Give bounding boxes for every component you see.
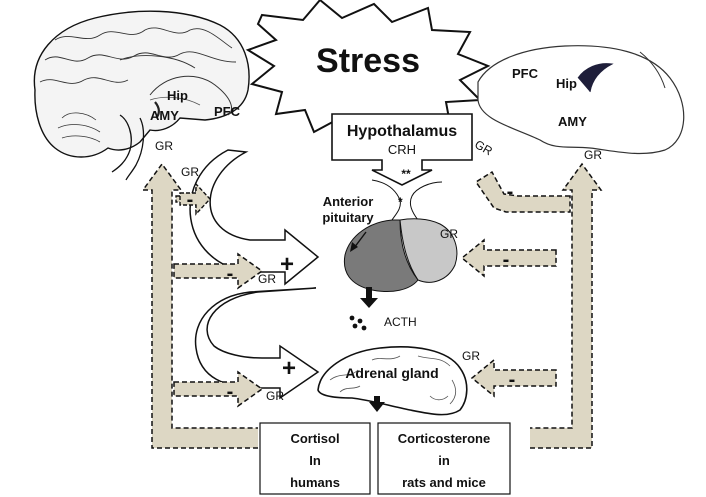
cortisol-humans-box xyxy=(259,422,371,495)
rodent-brain-illustration xyxy=(477,45,685,155)
rodent-gr-label: GR xyxy=(584,148,602,162)
curved-arrow-to-pituitary xyxy=(189,149,320,286)
gr-label-left-upper: GR xyxy=(181,165,199,179)
plus-sign-pituitary: + xyxy=(280,251,294,278)
corticosterone-label: Corticosterone xyxy=(398,431,490,446)
right-feedback-arrow-middle xyxy=(460,238,557,278)
human-gr-label: GR xyxy=(155,139,173,153)
corticosterone-rodents-label: rats and mice xyxy=(402,475,486,490)
pituitary-marker: * xyxy=(398,195,403,209)
cortisol-in-label: In xyxy=(309,453,321,468)
right-feedback-pipe xyxy=(530,162,603,449)
human-brain-illustration xyxy=(33,10,250,181)
corticosterone-rodents-box xyxy=(377,422,511,495)
left-feedback-arrow-middle xyxy=(173,252,264,290)
rodent-pfc-label: PFC xyxy=(512,66,539,81)
cortisol-label: Cortisol xyxy=(290,431,339,446)
left-feedback-arrow-upper xyxy=(175,182,212,216)
minus-sign-left-middle: - xyxy=(227,263,234,285)
left-feedback-pipe xyxy=(141,162,258,449)
crh-marker: ** xyxy=(401,167,411,181)
pituitary-gr-label: GR xyxy=(440,227,458,241)
human-amy-label: AMY xyxy=(150,108,179,123)
minus-sign-right-lower: - xyxy=(509,369,516,391)
stress-label: Stress xyxy=(316,42,420,80)
minus-sign-right-middle: - xyxy=(503,249,510,271)
right-feedback-arrow-lower xyxy=(470,358,557,398)
adrenal-gr-label: GR xyxy=(462,349,480,363)
curved-arrow-to-adrenal xyxy=(194,287,320,400)
anterior-pituitary-label-line2: pituitary xyxy=(322,210,374,225)
hypothalamus-label: Hypothalamus xyxy=(347,123,457,140)
plus-sign-adrenal: + xyxy=(282,355,296,382)
rodent-hip-label: Hip xyxy=(556,76,577,91)
adrenal-gland-label: Adrenal gland xyxy=(345,365,438,381)
crh-label: CRH xyxy=(388,142,416,157)
cortisol-humans-label: humans xyxy=(290,475,340,490)
minus-sign-left-upper: - xyxy=(187,189,194,211)
human-pfc-label: PFC xyxy=(214,104,241,119)
corticosterone-in-label: in xyxy=(438,453,450,468)
rodent-amy-label: AMY xyxy=(558,114,587,129)
anterior-pituitary-label-line1: Anterior xyxy=(323,194,374,209)
gr-label-left-lower: GR xyxy=(266,389,284,403)
right-feedback-arrow-upper xyxy=(474,170,571,213)
acth-label: ACTH xyxy=(384,315,417,329)
acth-release-arrow xyxy=(349,287,378,331)
human-hip-label: Hip xyxy=(167,88,188,103)
hypothalamus-box xyxy=(331,113,473,186)
minus-sign-right-upper: - xyxy=(507,181,514,203)
pituitary-gland xyxy=(343,179,458,293)
adrenal-gland xyxy=(317,346,468,416)
gr-label-right-upper: GR xyxy=(472,137,495,158)
minus-sign-left-lower: - xyxy=(227,381,234,403)
left-feedback-arrow-lower xyxy=(173,370,264,408)
gr-label-left-middle: GR xyxy=(258,272,276,286)
